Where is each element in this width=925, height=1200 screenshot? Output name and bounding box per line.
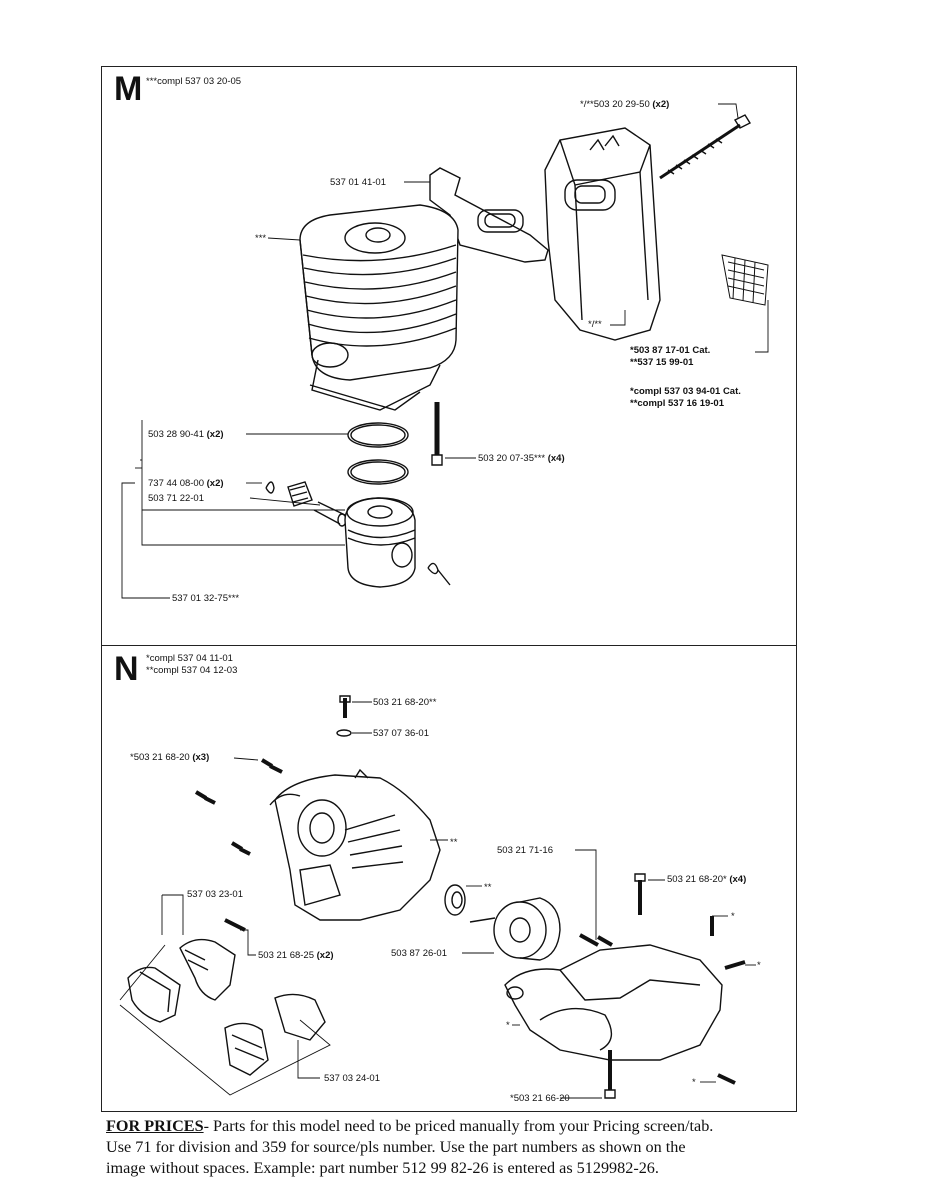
section-n-compl-1: *compl 537 04 11-01 [146,653,233,664]
section-m-compl: ***compl 537 03 20-05 [146,76,242,87]
label-bearing-marker: ** [484,882,492,893]
label-star-4: * [692,1077,696,1088]
label-cylinder-screw: 503 20 07-35*** (x4) [478,453,565,464]
label-cylinder: *** [255,233,267,244]
label-clutch-bracket: 537 03 23-01 [187,889,243,900]
label-bracket: 537 01 41-01 [330,177,386,188]
label-clutch-drum: 503 87 26-01 [391,948,447,959]
section-n-letter: N [114,650,139,688]
label-star-1: * [731,911,735,922]
label-screw-25: 503 21 68-25 (x2) [258,950,334,961]
section-n-compl-2: **compl 537 04 12-03 [146,665,238,676]
label-muffler-bolt: */**503 20 29-50 (x2) [580,99,670,110]
label-right-screw-2: 503 21 68-20* (x4) [667,874,747,885]
label-clutch-shoe: 537 03 24-01 [324,1073,380,1084]
label-catalyst-2: *compl 537 03 94-01 Cat. [630,386,741,397]
label-right-screw-1: 503 21 71-16 [497,845,553,856]
pricing-line-1: - Parts for this model need to be priced… [203,1117,714,1135]
label-star-2: * [757,960,761,971]
section-m-letter: M [114,70,143,108]
label-piston-ring: 503 28 90-41 (x2) [148,429,224,440]
section-divider [101,645,797,646]
pricing-heading: FOR PRICES [106,1117,204,1135]
label-piston: 537 01 32-75*** [172,593,240,604]
pricing-line-3: image without spaces. Example: part numb… [106,1159,659,1177]
label-circlip: 737 44 08-00 (x2) [148,478,224,489]
label-bottom-screw: *503 21 66-20 [510,1093,570,1104]
label-gasket-marker: */** [588,319,602,330]
label-left-screw: *503 21 68-20 (x3) [130,752,210,763]
label-catalyst-1: *503 87 17-01 Cat. [630,345,711,356]
pricing-line-2: Use 71 for division and 359 for source/p… [106,1138,686,1156]
label-seal-marker: ** [450,837,458,848]
label-star-3: * [506,1020,510,1031]
diagram-frame [101,66,797,1112]
label-catalyst-2b: **compl 537 16 19-01 [630,398,725,409]
label-washer: 537 07 36-01 [373,728,429,739]
label-top-screw: 503 21 68-20** [373,697,437,708]
pricing-instructions: FOR PRICES- Parts for this model need to… [106,1116,796,1179]
label-needle-bearing: 503 71 22-01 [148,493,204,504]
label-catalyst-1b: **537 15 99-01 [630,357,694,368]
